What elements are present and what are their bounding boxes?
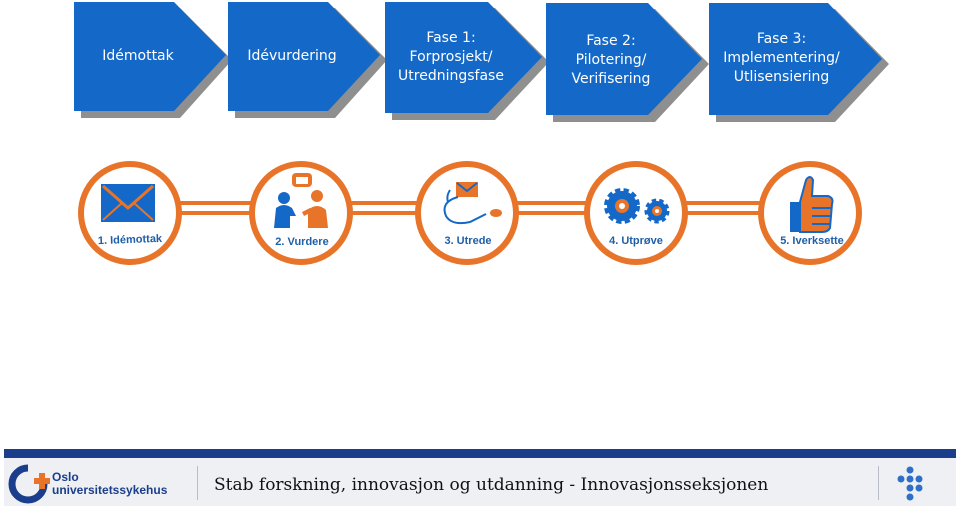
thumbs-up-icon bbox=[790, 176, 834, 233]
phase-line: Fase 1: bbox=[426, 30, 476, 46]
phase-line: Utredningsfase bbox=[398, 68, 504, 84]
footer-divider-left bbox=[197, 466, 198, 500]
chevron-fase-3 bbox=[709, 3, 882, 115]
phase-line: Idévurdering bbox=[247, 48, 337, 64]
phase-label-idemottak: Idémottak bbox=[74, 2, 202, 111]
phase-line: Fase 2: bbox=[586, 33, 636, 49]
gears-icon bbox=[604, 188, 670, 224]
phase-label-fase-3: Fase 3: Implementering/ Utlisensiering bbox=[709, 3, 854, 114]
phase-line: Forprosjekt/ bbox=[409, 49, 493, 65]
phase-line: Pilotering/ bbox=[575, 52, 647, 68]
discussion-icon bbox=[274, 173, 328, 228]
step-circle-4 bbox=[584, 161, 688, 265]
footer bbox=[4, 458, 956, 506]
phase-line: Fase 3: bbox=[756, 31, 807, 47]
phase-label-idevurdering: Idévurdering bbox=[228, 2, 356, 111]
footer-department-text: Stab forskning, innovasjon og utdanning … bbox=[214, 475, 769, 495]
process-steps bbox=[78, 161, 862, 265]
stethoscope-envelope-icon bbox=[443, 182, 502, 225]
chevron-fase-2 bbox=[546, 3, 702, 115]
footer-accent-bar bbox=[4, 449, 956, 458]
envelope-icon bbox=[101, 184, 155, 222]
phase-line: Utlisensiering bbox=[733, 69, 830, 85]
logo-line-1: Oslo bbox=[52, 470, 79, 484]
phase-label-fase-1: Fase 1: Forprosjekt/ Utredningsfase bbox=[385, 2, 517, 113]
phase-line: Idémottak bbox=[102, 48, 174, 64]
phase-line: Verifisering bbox=[571, 71, 651, 87]
footer-divider-right bbox=[878, 466, 879, 500]
chevron-idemottak bbox=[74, 2, 226, 111]
phase-chevrons bbox=[74, 2, 889, 122]
step-label-2: 2. Vurdere bbox=[275, 236, 329, 248]
chevron-fase-1 bbox=[385, 2, 542, 113]
phase-line: Implementering/ bbox=[723, 50, 840, 66]
hospital-logo-icon bbox=[8, 464, 50, 504]
step-label-4: 4. Utprøve bbox=[609, 235, 663, 247]
phase-label-fase-2: Fase 2: Pilotering/ Verifisering bbox=[546, 5, 676, 116]
logo-line-2: universitetssykehus bbox=[52, 483, 168, 497]
dots-cross-icon bbox=[897, 466, 923, 501]
step-label-5: 5. Iverksette bbox=[780, 235, 844, 247]
chevron-idevurdering bbox=[228, 2, 380, 111]
logo-wordmark: Oslo universitetssykehus bbox=[52, 471, 167, 497]
step-circle-2 bbox=[249, 161, 353, 265]
step-circle-3 bbox=[415, 161, 519, 265]
step-label-3: 3. Utrede bbox=[444, 235, 492, 247]
